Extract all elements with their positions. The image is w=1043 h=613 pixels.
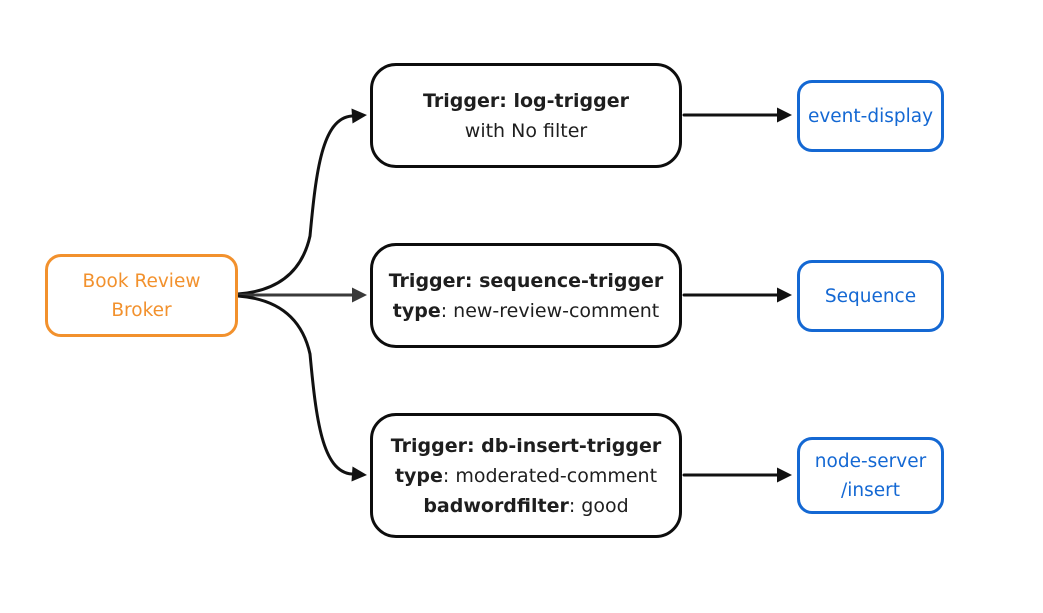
sink-label: event-display: [807, 105, 934, 127]
edge-broker-to-log-trigger: [236, 108, 367, 296]
trigger-title: Trigger: db-insert-trigger: [391, 431, 662, 461]
trigger-title-bold: Trigger: log-trigger: [423, 89, 629, 112]
node-sink-event-display: event-display: [797, 80, 944, 152]
broker-label-line: Broker: [111, 299, 172, 321]
broker-label-line: Book Review: [82, 270, 201, 292]
trigger-detail-bold: type: [392, 299, 441, 322]
node-trigger-db-insert: Trigger: db-insert-trigger type: moderat…: [370, 413, 682, 538]
trigger-detail-rest: : good: [568, 494, 629, 517]
trigger-title: Trigger: sequence-trigger: [389, 266, 664, 296]
node-sink-sequence: Sequence: [797, 260, 944, 332]
trigger-detail: with No filter: [465, 116, 587, 146]
node-sink-node-server-insert: node-server /insert: [797, 437, 944, 514]
node-trigger-sequence: Trigger: sequence-trigger type: new-revi…: [370, 243, 682, 348]
node-book-review-broker: Book Review Broker: [45, 254, 238, 337]
trigger-title-bold: Trigger: db-insert-trigger: [390, 434, 662, 457]
edge-broker-to-db-insert-trigger: [236, 294, 367, 482]
sink-label: Sequence: [824, 285, 917, 307]
sink-label: node-server: [814, 450, 927, 472]
trigger-detail-rest: with No filter: [464, 119, 588, 142]
trigger-detail-rest: : moderated-comment: [442, 464, 658, 487]
trigger-detail: badwordfilter: good: [423, 491, 628, 521]
trigger-detail: type: moderated-comment: [395, 461, 657, 491]
trigger-title-bold: Trigger: sequence-trigger: [388, 269, 664, 292]
trigger-detail-bold: type: [394, 464, 443, 487]
trigger-detail: type: new-review-comment: [393, 296, 660, 326]
trigger-title: Trigger: log-trigger: [423, 86, 629, 116]
trigger-detail-bold: badwordfilter: [423, 494, 569, 517]
node-trigger-log: Trigger: log-trigger with No filter: [370, 63, 682, 168]
trigger-detail-rest: : new-review-comment: [440, 299, 660, 322]
sink-label: /insert: [841, 479, 900, 501]
